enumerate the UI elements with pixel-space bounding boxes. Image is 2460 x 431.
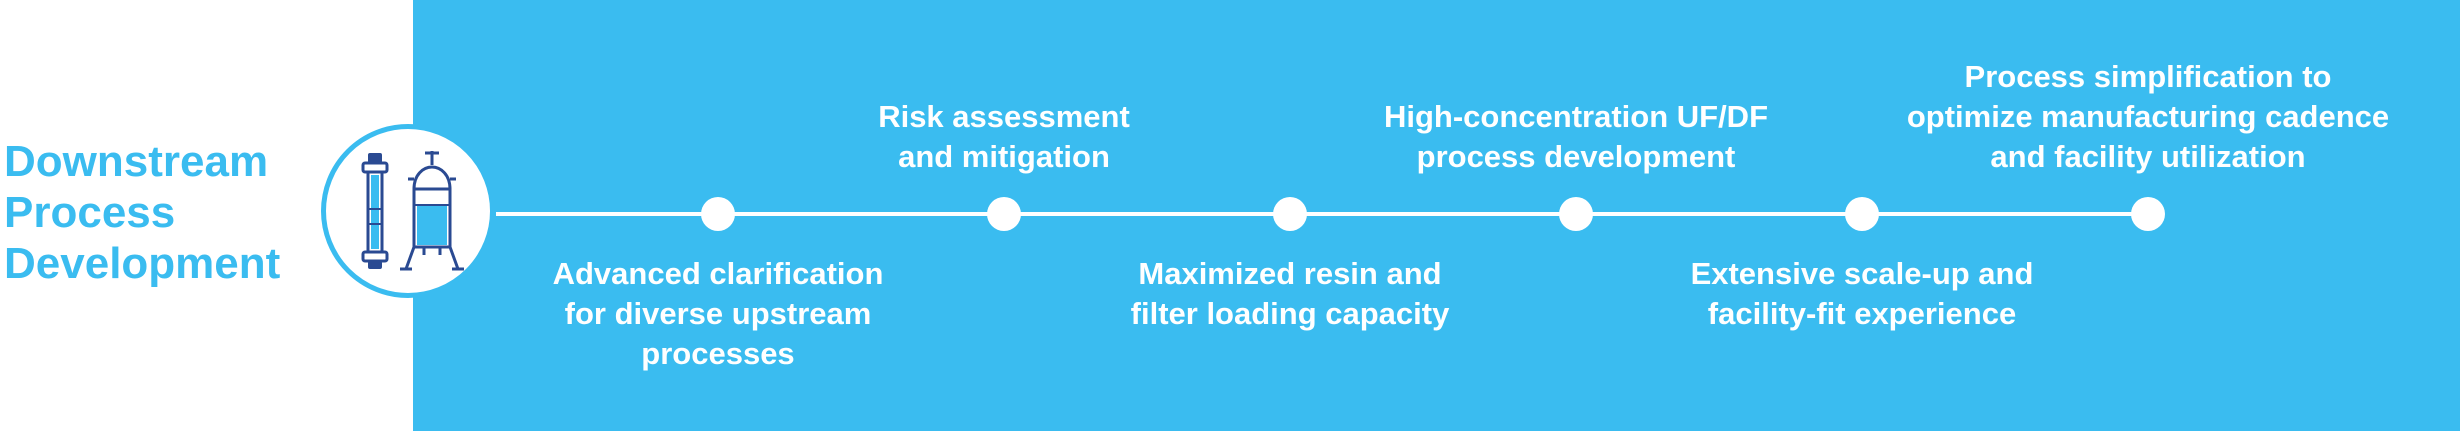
milestone-dot-3 <box>1273 197 1307 231</box>
timeline-line <box>496 212 2150 216</box>
milestone-3-line-1: Maximized resin and <box>1138 256 1442 291</box>
milestone-6-line-2: optimize manufacturing cadence <box>1906 99 2390 134</box>
milestone-4-line-1: High-concentration UF/DF <box>1383 99 1769 134</box>
milestone-label-1: Advanced clarification for diverse upstr… <box>553 254 884 374</box>
milestone-6-line-3: and facility utilization <box>1990 139 2306 174</box>
milestone-label-5: Extensive scale-up and facility-fit expe… <box>1691 254 2034 334</box>
milestone-1-line-1: Advanced clarification <box>552 256 884 291</box>
process-badge <box>321 124 495 298</box>
chromatography-column-icon <box>361 151 464 271</box>
page-title: Downstream Process Development <box>4 136 280 289</box>
milestone-6-line-1: Process simplification to <box>1964 59 2332 94</box>
milestone-label-6: Process simplification to optimize manuf… <box>1907 57 2389 177</box>
milestone-4-line-2: process development <box>1416 139 1736 174</box>
milestone-dot-5 <box>1845 197 1879 231</box>
milestone-1-line-2: for diverse upstream <box>564 296 872 331</box>
milestone-dot-2 <box>987 197 1021 231</box>
title-line-3: Development <box>4 239 281 288</box>
milestone-dot-6 <box>2131 197 2165 231</box>
milestone-dot-4 <box>1559 197 1593 231</box>
milestone-label-4: High-concentration UF/DF process develop… <box>1384 97 1768 177</box>
milestone-dot-1 <box>701 197 735 231</box>
milestone-label-3: Maximized resin and filter loading capac… <box>1131 254 1450 334</box>
milestone-3-line-2: filter loading capacity <box>1130 296 1450 331</box>
milestone-5-line-2: facility-fit experience <box>1707 296 2017 331</box>
title-line-1: Downstream <box>4 137 269 186</box>
milestone-2-line-2: and mitigation <box>898 139 1110 174</box>
milestone-2-line-1: Risk assessment <box>878 99 1130 134</box>
milestone-5-line-1: Extensive scale-up and <box>1690 256 2034 291</box>
milestone-1-line-3: processes <box>641 336 795 371</box>
title-line-2: Process <box>4 188 176 237</box>
milestone-label-2: Risk assessment and mitigation <box>878 97 1130 177</box>
